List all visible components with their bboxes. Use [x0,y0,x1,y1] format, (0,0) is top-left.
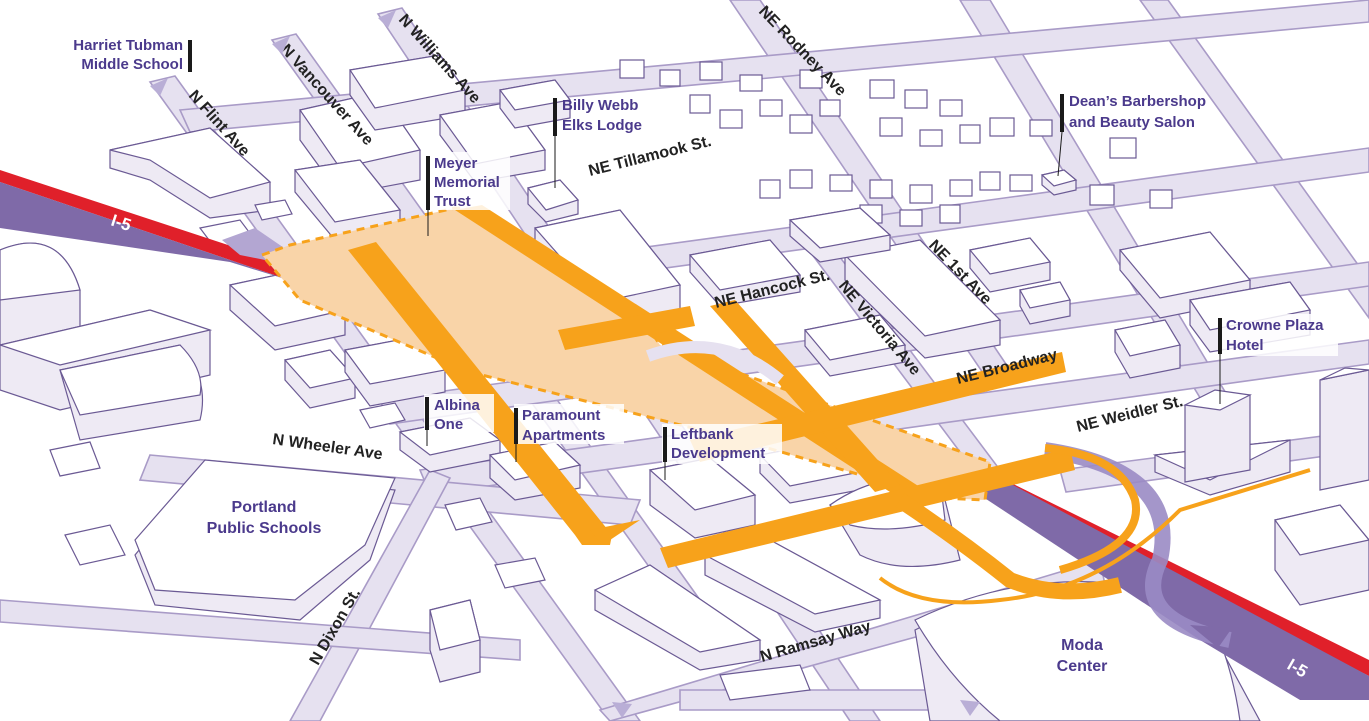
building-hancock-block-1 [688,239,802,307]
project-street-victoria-1st [710,300,900,492]
poi-pps-line2: Public Schools [207,520,322,537]
project-street-broadway [690,352,1066,462]
building-south-small [444,497,811,701]
poi-deans-line2: and Beauty Salon [1069,114,1195,131]
building-billy-webb [526,179,580,223]
poi-leftbank: Leftbank Development [662,424,782,480]
building-nw-block-3 [293,159,402,241]
street-end-arrows [150,10,980,718]
project-ramp-loop [1044,444,1141,574]
building-west-block-4 [283,349,357,409]
poi-moda-center: Moda Center [1057,637,1108,675]
houses-north-cluster [619,59,1137,159]
building-south-block-1 [593,564,762,671]
building-east-block-4 [1019,281,1071,325]
poi-meyer: Meyer Memorial Trust [426,152,510,236]
poi-meyer-line3: Trust [434,193,471,210]
poi-crowne-plaza-line2: Hotel [1226,337,1264,354]
building-south-block-2 [703,539,882,633]
project-ramp-i5 [895,493,1122,600]
building-deans-barbershop [1040,169,1078,196]
building-west-arena [0,242,81,351]
project-ramp-white [645,341,784,385]
building-crowne-plaza [1152,389,1291,496]
poi-albina-one: Albina One [424,394,494,446]
poi-billy-webb-line1: Billy Webb [562,97,638,114]
poi-billy-webb-line2: Elks Lodge [562,117,642,134]
poi-moda-line1: Moda [1061,637,1103,654]
i5-north-red-band [0,170,298,282]
poi-leftbank-line2: Development [671,445,765,462]
i5-highway [0,170,1369,700]
place-labels: Harriet Tubman Middle School Billy Webb … [73,37,1338,675]
project-thin-ramp [878,468,1311,605]
poi-deans: Dean’s Barbershop and Beauty Salon [1057,93,1206,177]
project-street-hancock [558,306,695,350]
poi-harriet-tubman-line1: Harriet Tubman [73,37,183,54]
project-street-vancouver [348,242,612,545]
poi-meyer-line1: Meyer [434,155,478,172]
building-far-east-tower [1319,367,1369,491]
poi-albina-one-line2: One [434,416,463,433]
project-street-south [590,520,640,540]
building-mid-block-3 [498,79,572,129]
street-n-dixon-st [289,468,452,721]
arrow-williams-north [378,10,396,28]
building-far-east-low [1273,504,1369,606]
arrow-flint-north [150,78,168,96]
building-south-block-3 [429,599,481,683]
arrow-vancouver-north [272,36,290,54]
poi-harriet-tubman-line2: Middle School [81,56,183,73]
building-hancock-block-2 [843,239,1002,359]
poi-albina-one-line1: Albina [434,397,480,414]
poi-meyer-line2: Memorial [434,174,500,191]
poi-deans-line1: Dean’s Barbershop [1069,93,1206,110]
poi-crowne-plaza: Crowne Plaza Hotel [1218,314,1338,404]
poi-portland-public-schools: Portland Public Schools [207,499,322,537]
poi-paramount-line2: Apartments [522,427,605,444]
poi-moda-line2: Center [1057,658,1108,675]
building-hancock-block-3 [788,207,892,263]
poi-billy-webb: Billy Webb Elks Lodge [553,97,642,188]
building-portland-public-schools [134,459,396,621]
i5-north-purple [0,182,295,282]
building-nw-block-2 [348,54,467,131]
project-street-weidler [660,448,1075,568]
poi-leftbank-line1: Leftbank [671,426,734,443]
poi-paramount: Paramount Apartments [514,404,624,462]
arrow-south-flint [612,702,632,718]
poi-pps-line1: Portland [232,499,297,516]
i5-south-purple [980,470,1369,700]
arrow-south-ramsay [960,700,980,716]
label-ne-tillamook-st: NE Tillamook St. [587,133,713,180]
street-ne-tillamook-st [178,0,1369,133]
street-sw-road [0,599,521,661]
building-east-block-1 [968,237,1052,293]
project-area [259,205,1311,605]
building-east-block-5 [1114,319,1181,379]
poi-crowne-plaza-line1: Crowne Plaza [1226,317,1324,334]
label-n-wheeler-ave: N Wheeler Ave [271,431,383,463]
building-leftbank [648,457,757,539]
building-victoria-block [803,314,907,377]
poi-harriet-tubman: Harriet Tubman Middle School [73,37,192,73]
i5-south-arrow [1190,625,1232,648]
building-harriet-tubman [109,127,272,219]
houses-mid-cluster [759,169,1173,227]
poi-paramount-line1: Paramount [522,407,600,424]
street-east-diagonal [1139,0,1369,320]
building-west-block-2 [59,344,203,441]
